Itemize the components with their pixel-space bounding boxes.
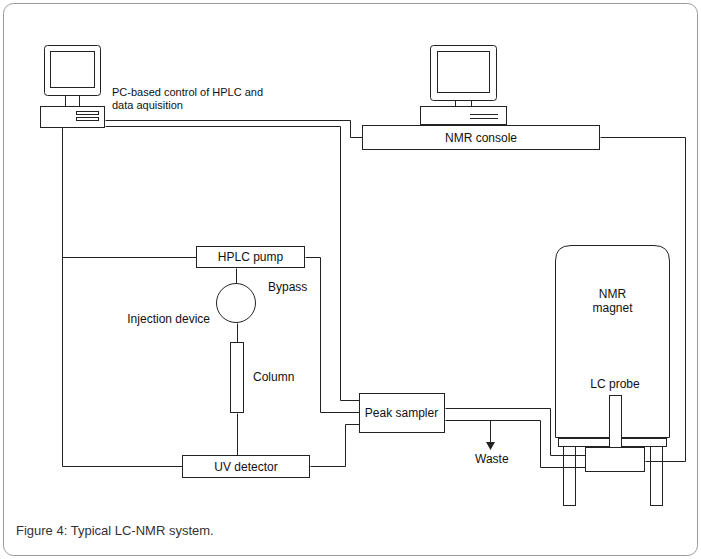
flow-line <box>106 121 363 138</box>
flow-line <box>311 425 360 467</box>
detector-box: UV detector <box>182 455 310 478</box>
figure-caption: Figure 4: Typical LC-NMR system. <box>14 523 216 539</box>
magnet-stand <box>559 439 667 506</box>
node-label: PC-based control of HPLC and data aquisi… <box>112 86 277 112</box>
flow-line <box>237 414 238 456</box>
waste-outlet <box>486 420 495 450</box>
nmr-workstation <box>421 46 507 125</box>
flow-line <box>306 258 360 413</box>
injection-valve: Injection device <box>216 283 256 323</box>
nmr-magnet: NMR magnet LC probe <box>555 245 670 438</box>
circle-outline <box>216 283 256 323</box>
node-label: UV detector <box>214 460 277 474</box>
flow-line <box>237 324 238 343</box>
node-label: Peak sampler <box>365 406 438 420</box>
flow-line <box>63 129 183 467</box>
figure-frame <box>4 4 698 556</box>
sampler-box: Peak sampler <box>359 393 445 433</box>
node-label: LC probe <box>585 377 645 391</box>
console-box: NMR console <box>362 125 600 150</box>
outlet-label: Waste <box>473 452 511 466</box>
pc-outline <box>40 45 105 128</box>
pc-computer: PC-based control of HPLC and data aquisi… <box>40 45 105 128</box>
node-label: NMR magnet <box>585 287 640 315</box>
hplc-column: Column <box>230 342 244 413</box>
flow-line <box>63 129 197 258</box>
edge-label: Bypass <box>266 280 309 294</box>
node-label: Column <box>253 370 294 384</box>
node-label: Injection device <box>127 312 210 326</box>
node-label: HPLC pump <box>218 250 283 264</box>
lc-probe: LC probe <box>585 375 645 472</box>
flow-line <box>236 269 237 284</box>
node-label: NMR console <box>445 131 517 145</box>
process-box: HPLC pump <box>196 246 305 268</box>
